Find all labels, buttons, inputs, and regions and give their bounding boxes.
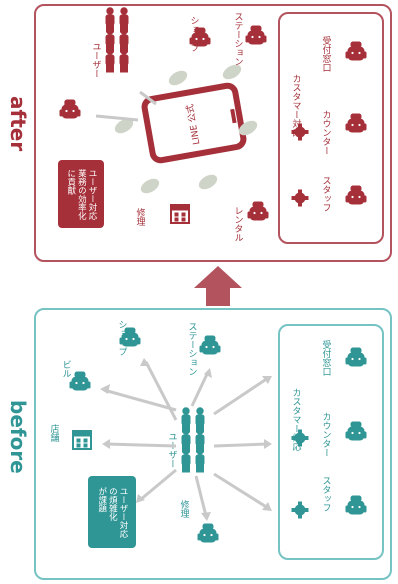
before-inner-counter: 受付窓口: [320, 340, 331, 376]
before-panel: [34, 308, 392, 580]
after-inner-bot-icon: [345, 185, 367, 205]
after-bot-icon: [245, 25, 267, 45]
before-bot-icon: [197, 523, 219, 543]
after-label-repair: 修理: [134, 208, 145, 226]
before-callout-text: ユーザー対応 の煩雑化 が課題: [96, 486, 128, 538]
after-inner-staff-a: カウンター: [320, 110, 331, 155]
before-inner-bot-icon: [345, 421, 367, 441]
before-inner-staff-a: カウンター: [320, 412, 331, 457]
after-title: after: [6, 96, 30, 152]
before-bot-icon: [69, 371, 91, 391]
after-label-user: ユーザー: [90, 42, 101, 78]
after-inner-label: カスタマー対応: [290, 74, 301, 137]
after-callout-text: ユーザー対応 業務の効率化 に貢献: [65, 168, 97, 220]
after-label-station-a: ステーション: [232, 12, 243, 66]
transition-arrow: [194, 266, 242, 306]
after-callout: ユーザー対応 業務の効率化 に貢献: [58, 160, 104, 228]
after-building-icon: [170, 204, 190, 224]
before-callout: ユーザー対応 の煩雑化 が課題: [88, 476, 136, 548]
after-person-icon: [119, 47, 129, 73]
before-inner-gear-icon: [291, 429, 309, 447]
before-bot-icon: [199, 335, 221, 355]
before-label-store: 店舗: [48, 424, 59, 442]
after-inner-gear-icon: [291, 123, 309, 141]
after-bot-icon: [59, 99, 81, 119]
after-panel: [34, 4, 392, 262]
before-building-icon: [72, 430, 92, 450]
before-person-icon: [195, 447, 205, 473]
before-bot-icon: [119, 327, 141, 347]
after-inner-bot-icon: [345, 41, 367, 61]
before-label-repair: 修理: [178, 500, 189, 518]
after-bot-icon: [247, 201, 269, 221]
after-inner-counter: 受付窓口: [320, 36, 331, 72]
before-label-user: ユーザー: [166, 432, 177, 468]
after-flow-arrows: [95, 90, 157, 122]
after-phone-icon: [141, 82, 247, 164]
before-flow-arrows: [103, 361, 269, 517]
before-inner-gear-icon: [291, 501, 309, 519]
before-label-station-b: ビル: [60, 360, 71, 378]
before-title: before: [6, 400, 30, 474]
after-person-icon: [105, 47, 115, 73]
before-inner-bot-icon: [345, 347, 367, 367]
before-label-station-a: ステーション: [186, 322, 197, 376]
after-inner-staff-b: スタッフ: [320, 176, 331, 212]
after-bot-icon: [189, 27, 211, 47]
after-customer-box: [278, 12, 384, 244]
before-icons: [69, 327, 367, 543]
after-inner-bot-icon: [345, 113, 367, 133]
before-arrowheads: [100, 358, 272, 521]
before-inner-label: カスタマー対応: [290, 388, 301, 451]
before-customer-box: [278, 324, 384, 560]
after-label-rental: レンタル: [232, 206, 243, 242]
after-inner-gear-icon: [291, 189, 309, 207]
before-person-icon: [181, 447, 191, 473]
before-inner-bot-icon: [345, 495, 367, 515]
before-inner-staff-b: スタッフ: [320, 476, 331, 512]
